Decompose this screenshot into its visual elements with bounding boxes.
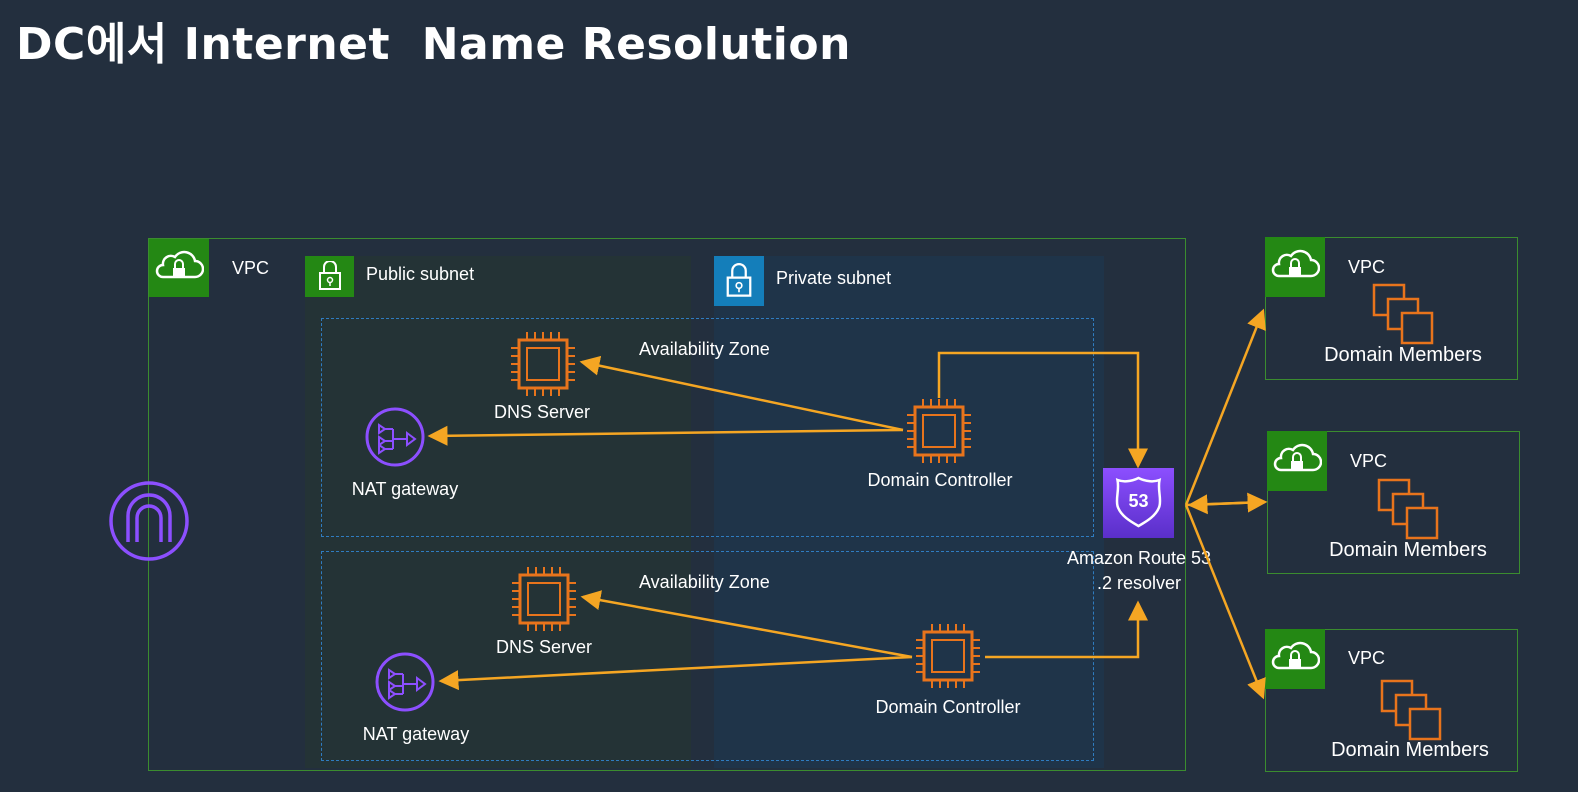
domain-controller-label: Domain Controller — [875, 697, 1021, 717]
arrow-vpc2-to-route53 — [1187, 494, 1265, 515]
domain-members-label: Domain Members — [1324, 344, 1482, 366]
padlock-icon — [305, 256, 354, 297]
padlock-icon — [714, 256, 764, 306]
route53-shield-icon: 53 — [1103, 468, 1174, 538]
availability-zone-label: Availability Zone — [639, 339, 770, 359]
arrow-route53-to-vpc3 — [1184, 504, 1266, 700]
remote-vpc-3 — [1265, 629, 1518, 772]
public-subnet-label: Public subnet — [366, 264, 475, 284]
dns-server-label: DNS Server — [493, 402, 591, 422]
internet-gateway-icon — [109, 481, 189, 561]
main-vpc-label: VPC — [232, 258, 270, 278]
nat-gateway-label: NAT gateway — [351, 479, 459, 499]
route53-badge-text: 53 — [1128, 491, 1149, 511]
remote-vpc-2 — [1267, 431, 1520, 574]
arrow-dc1-to-route53 — [937, 351, 1148, 469]
domain-members-label: Domain Members — [1329, 539, 1487, 561]
arrow-dc2-to-nat2 — [438, 655, 913, 691]
remote-vpc-label: VPC — [1348, 648, 1386, 668]
route53-label: Amazon Route 53 — [1066, 548, 1212, 568]
public-subnet — [305, 256, 691, 768]
route53-resolver-label: .2 resolver — [1096, 573, 1182, 593]
domain-members-label: Domain Members — [1331, 739, 1489, 761]
arrow-dc1-to-nat1 — [427, 425, 904, 446]
private-subnet-label: Private subnet — [776, 268, 892, 288]
page-title: DC에서 Internet Name Resolution — [16, 19, 851, 70]
arrow-dc1-to-dns1 — [579, 355, 904, 432]
availability-zone-1 — [321, 318, 1094, 537]
remote-vpc-1 — [1265, 237, 1518, 380]
nat-gateway-label: NAT gateway — [362, 724, 470, 744]
arrow-dc2-to-dns2 — [580, 590, 913, 659]
cloud-lock-icon — [1267, 431, 1327, 491]
cloud-lock-icon — [1265, 237, 1325, 297]
private-subnet — [714, 256, 1104, 768]
dns-server-label: DNS Server — [495, 637, 593, 657]
cloud-lock-icon — [1265, 629, 1325, 689]
availability-zone-label: Availability Zone — [639, 572, 770, 592]
cloud-lock-icon — [149, 239, 209, 297]
domain-controller-label: Domain Controller — [867, 470, 1013, 490]
remote-vpc-label: VPC — [1348, 257, 1386, 277]
arrow-route53-to-vpc1 — [1184, 308, 1266, 506]
arrow-dc2-to-route53 — [985, 600, 1148, 659]
remote-vpc-label: VPC — [1350, 451, 1388, 471]
